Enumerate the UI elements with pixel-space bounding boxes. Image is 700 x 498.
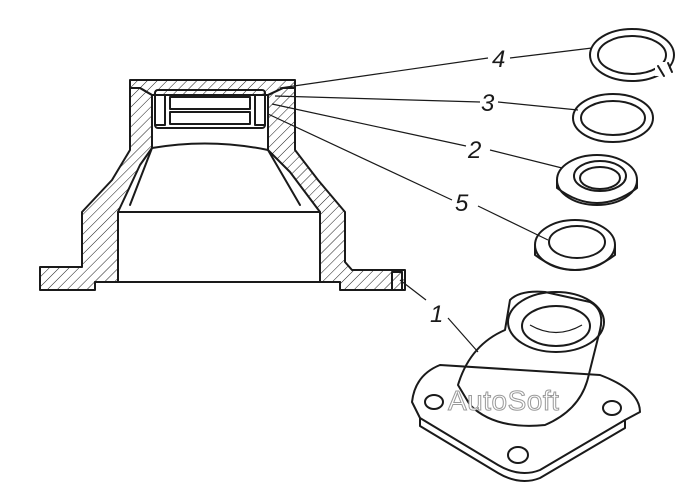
seal-left-lip — [154, 94, 166, 126]
cover-dome — [457, 290, 603, 427]
seal-lower-ring — [169, 111, 251, 125]
housing-top-rim — [129, 79, 296, 96]
washer-inner — [580, 100, 646, 136]
leader-2 — [271, 103, 467, 147]
callout-1: 1 — [430, 301, 443, 328]
cover-neck-thread — [529, 324, 583, 334]
callout-2: 2 — [467, 137, 481, 164]
leader-5-part — [477, 205, 549, 241]
leader-4-part — [509, 47, 593, 59]
snap-ring-outer — [589, 28, 675, 82]
seal-upper-ring — [169, 96, 251, 110]
cover-flange-edge — [419, 417, 626, 483]
seal-package — [154, 89, 266, 129]
seal-2-inner — [573, 160, 627, 192]
cover-bolt-hole-front — [507, 446, 529, 464]
leader-2-part — [489, 149, 563, 169]
seal-2-side — [556, 179, 638, 204]
seal-5-inner — [548, 225, 606, 259]
cover-flange — [411, 364, 641, 475]
leader-5 — [267, 113, 453, 201]
cover-bolt-hole-left — [424, 394, 444, 410]
cover-neck-inner — [521, 305, 591, 347]
snap-ring-gap-left — [657, 65, 665, 77]
cover-neck-outer — [507, 291, 605, 353]
snap-ring-gap-right — [667, 62, 673, 73]
leader-lines — [267, 47, 593, 353]
washer-outer — [572, 93, 654, 143]
leader-1 — [399, 279, 427, 301]
part-5-seal — [534, 219, 616, 271]
housing-right-wall — [267, 87, 406, 291]
part-4-snap-ring — [589, 28, 675, 82]
inner-cone-right — [267, 149, 301, 206]
inner-cone-edge — [151, 142, 269, 151]
leader-3-part — [497, 101, 579, 111]
snap-ring-inner — [597, 35, 667, 75]
part-2-seal — [556, 154, 638, 206]
part-3-washer — [572, 93, 654, 143]
inner-cone-left — [129, 147, 153, 206]
part-1-cover — [411, 290, 641, 483]
callout-5: 5 — [455, 190, 469, 217]
housing-left-wall — [39, 87, 153, 291]
leader-3 — [274, 95, 481, 103]
watermark-text: AutoSoft — [448, 385, 559, 416]
leader-1-part — [447, 317, 479, 353]
seal-5-side — [534, 244, 616, 271]
seal-right-lip — [254, 94, 266, 126]
leader-4 — [279, 57, 489, 89]
seal-2-bore — [579, 166, 621, 190]
cover-bolt-hole-right — [602, 400, 622, 416]
callout-labels: 4 3 2 5 1 — [430, 46, 505, 328]
callout-4: 4 — [492, 46, 505, 73]
callout-3: 3 — [481, 90, 495, 117]
housing-cross-section — [39, 79, 406, 291]
